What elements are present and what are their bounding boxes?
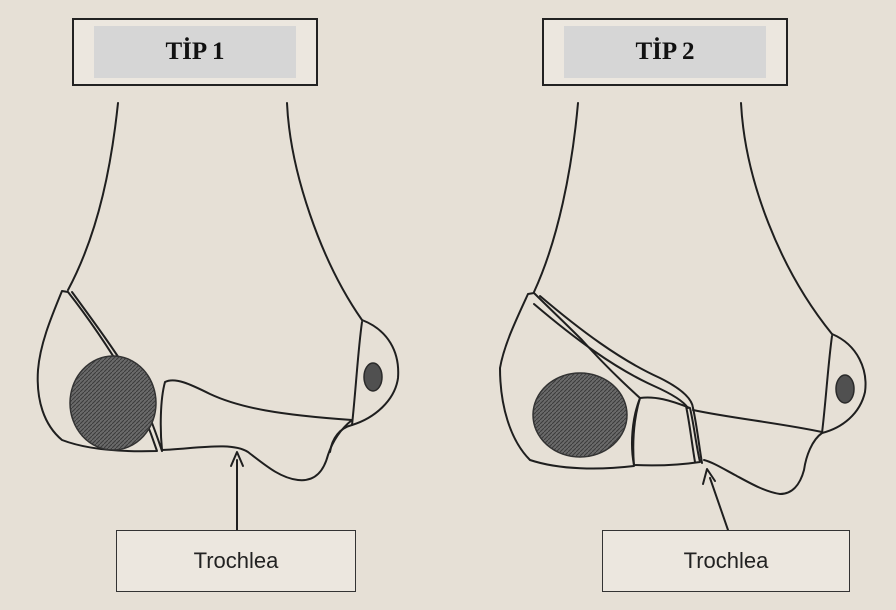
tip2-arrow-shaft xyxy=(710,478,728,530)
tip1-shaft-left xyxy=(68,103,118,290)
tip1-trochlea-label: Trochlea xyxy=(116,530,356,592)
tip2-shaft-right xyxy=(741,103,832,334)
tip1-trochlea-fragment xyxy=(161,380,352,480)
tip2-trochlea-label: Trochlea xyxy=(602,530,850,592)
tip1-shaft-right xyxy=(287,103,362,320)
tip1-small-oval xyxy=(364,363,382,391)
tip2-trochlea-fragment xyxy=(693,410,822,432)
tip2-medial-epicondyle xyxy=(704,334,866,494)
tip2-medial-fragment-line xyxy=(822,336,832,433)
tip2-small-oval xyxy=(836,375,854,403)
tip1-capitellum xyxy=(70,356,156,450)
tip2-title-box: TİP 2 xyxy=(542,18,788,86)
tip2-capitellum xyxy=(533,373,627,457)
tip2-shaft-left xyxy=(534,103,578,292)
tip2-title: TİP 2 xyxy=(564,26,766,78)
tip1-humerus xyxy=(38,103,399,530)
tip2-humerus xyxy=(500,103,866,530)
tip1-medial-fragment-line xyxy=(352,322,362,425)
tip1-title-box: TİP 1 xyxy=(72,18,318,86)
tip2-arrow-head xyxy=(703,469,715,484)
tip1-title: TİP 1 xyxy=(94,26,296,78)
